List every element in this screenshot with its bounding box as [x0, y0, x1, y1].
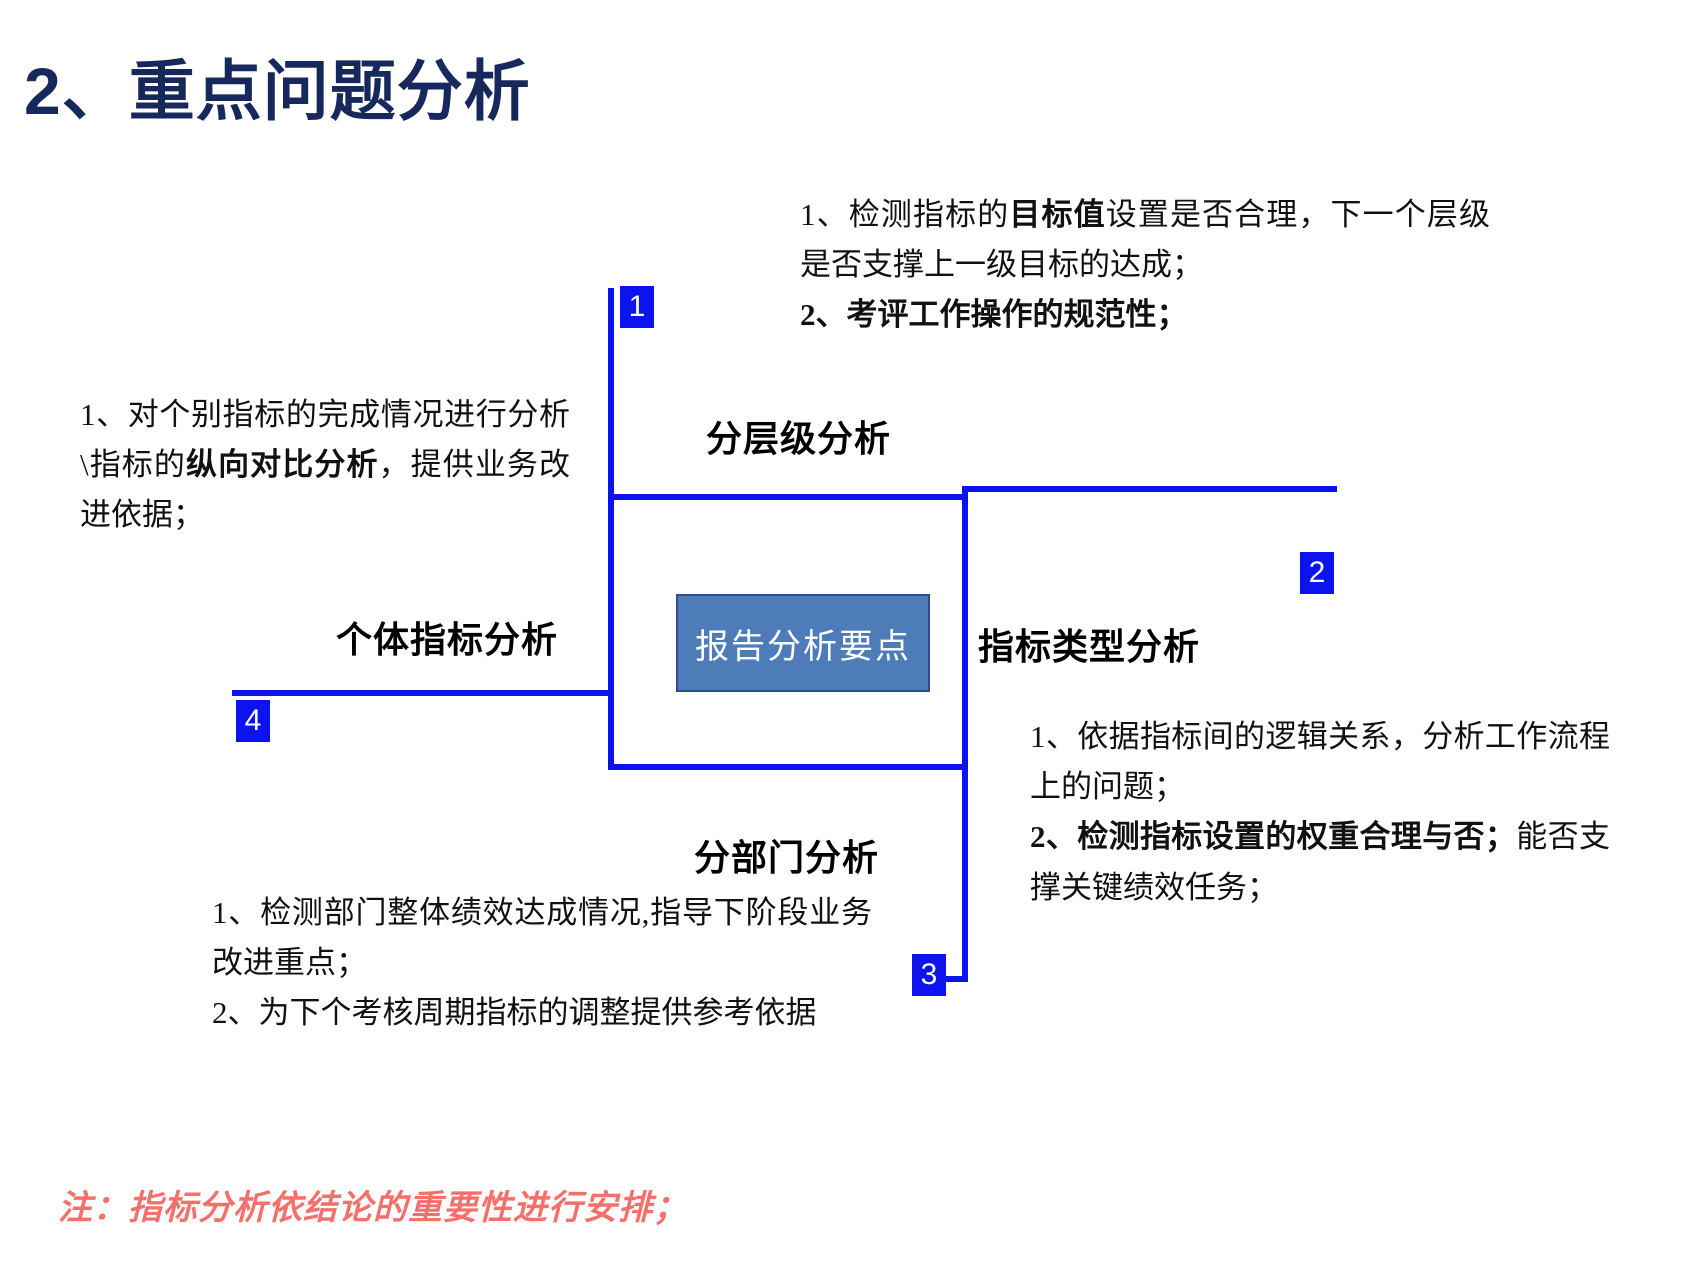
connector-line-branch3-vertical	[608, 690, 614, 770]
connector-line-branch4-horizontal	[232, 690, 614, 696]
branch-text-4: 1、对个别指标的完成情况进行分析\指标的纵向对比分析，提供业务改进依据；	[80, 397, 571, 533]
branch-label-4: 个体指标分析	[336, 620, 559, 660]
branch-badge-4: 4	[236, 700, 270, 742]
footnote-text: 注：指标分析依结论的重要性进行安排；	[58, 1190, 688, 1227]
connector-line-branch3-stub	[932, 976, 968, 982]
connector-line-branch3-vertical-down	[962, 720, 968, 982]
branch-badge-1: 1	[620, 286, 654, 328]
branch-label-2: 指标类型分析	[978, 627, 1201, 667]
branch-label-1: 分层级分析	[706, 419, 892, 459]
branch-badge-2: 2	[1300, 552, 1334, 594]
connector-line-branch1-vertical	[608, 288, 614, 500]
center-node[interactable]: 报告分析要点	[676, 594, 930, 692]
branch-text-1: 1、检测指标的目标值设置是否合理，下一个层级是否支撑上一级目标的达成；2、考评工…	[800, 197, 1491, 333]
connector-line-branch4-vertical	[608, 500, 614, 696]
branch-text-3: 1、检测部门整体绩效达成情况,指导下阶段业务改进重点；2、为下个考核周期指标的调…	[212, 895, 872, 1031]
connector-line-branch1-horizontal	[608, 494, 968, 500]
connector-line-branch3-horizontal	[608, 764, 968, 770]
connector-line-branch2-horizontal	[962, 486, 1337, 492]
center-node-label: 报告分析要点	[695, 628, 911, 666]
branch-text-2: 1、依据指标间的逻辑关系，分析工作流程上的问题；2、检测指标设置的权重合理与否；…	[1030, 719, 1611, 905]
page-title: 2、重点问题分析	[24, 54, 531, 128]
branch-badge-3: 3	[912, 954, 946, 996]
branch-label-3: 分部门分析	[694, 838, 880, 878]
connector-line-branch2-vertical	[962, 486, 968, 726]
